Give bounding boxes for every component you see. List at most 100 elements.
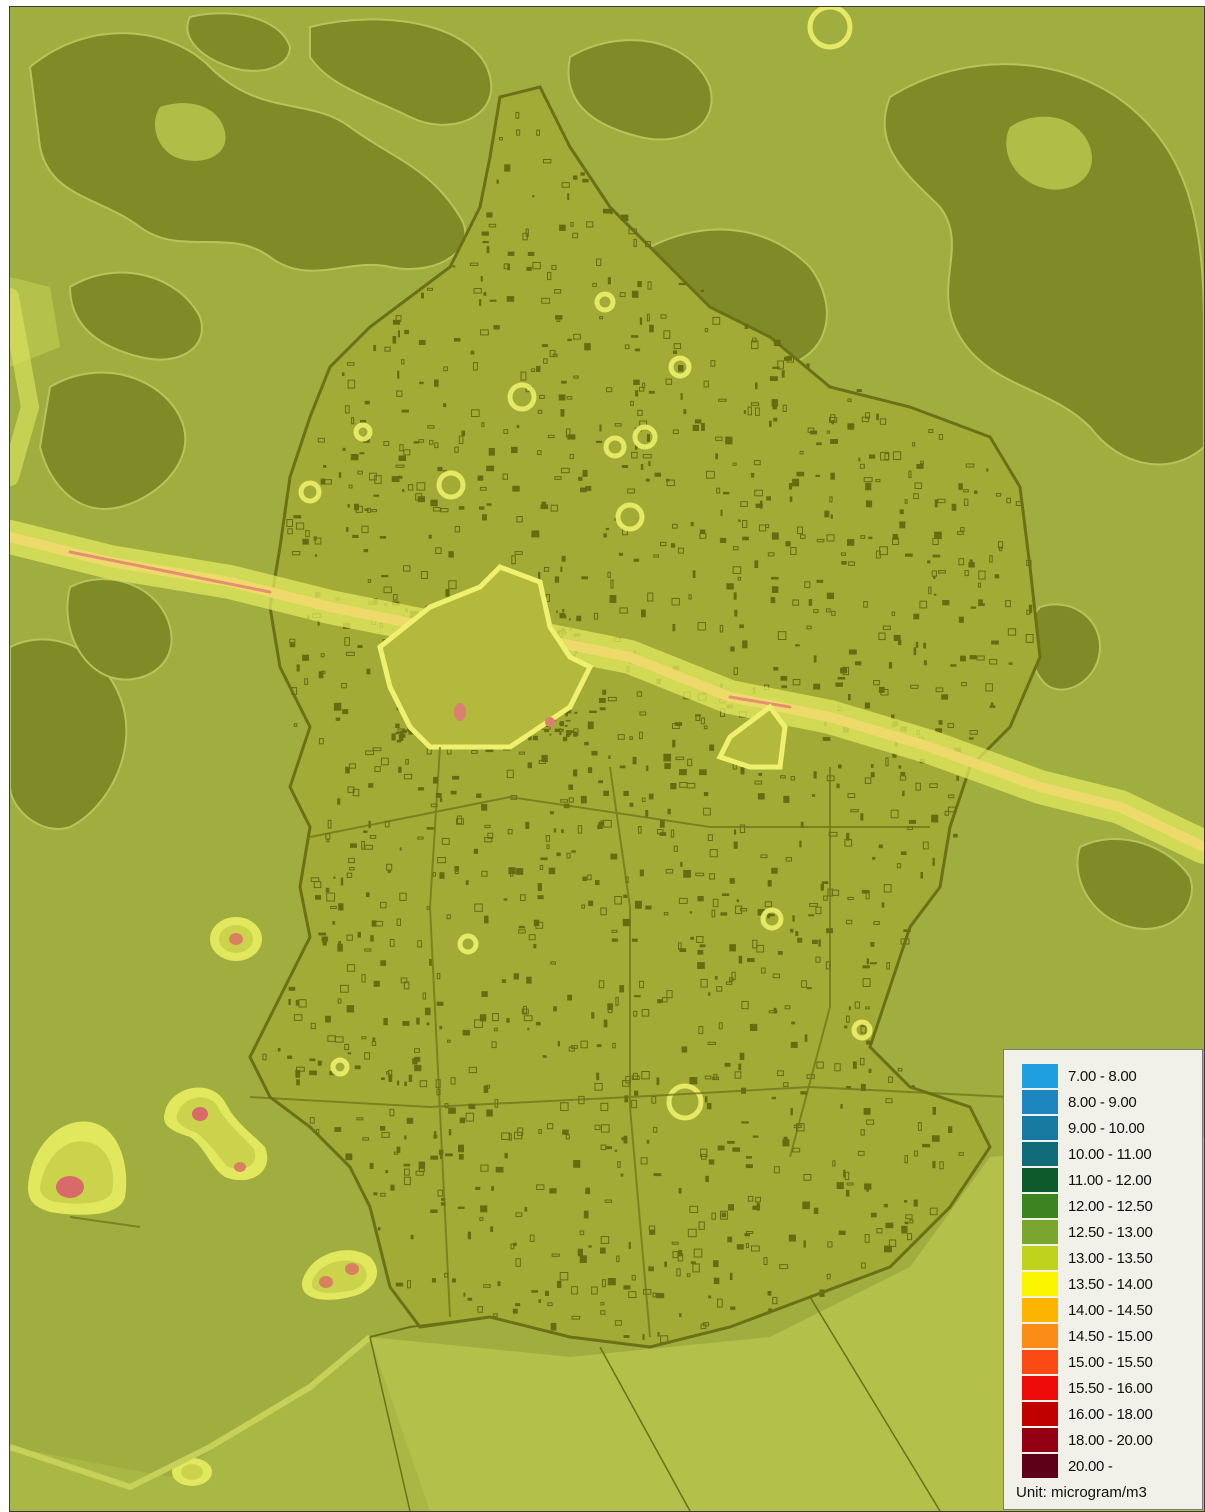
building [364, 508, 369, 511]
building [399, 892, 407, 901]
building [432, 507, 441, 512]
coastline [10, 1146, 991, 1511]
building [892, 534, 898, 540]
building [717, 1145, 725, 1151]
building [963, 498, 969, 506]
legend-swatch [1022, 1376, 1058, 1400]
building [802, 1201, 810, 1210]
building [571, 850, 576, 853]
building [848, 649, 857, 655]
building [742, 520, 748, 528]
building [484, 824, 491, 829]
building [545, 835, 551, 842]
building [824, 510, 830, 518]
east-district [716, 703, 788, 770]
building [350, 843, 357, 848]
building [347, 362, 355, 366]
building [594, 1124, 601, 1130]
building [755, 382, 758, 390]
building [480, 1205, 488, 1213]
building [790, 1041, 798, 1048]
building [624, 1095, 629, 1103]
building [342, 447, 346, 451]
building [620, 1173, 624, 1177]
building [744, 323, 749, 329]
forest-west-2 [10, 638, 128, 830]
building [350, 454, 359, 461]
building [1006, 497, 1011, 504]
building [337, 998, 342, 1004]
building [767, 552, 775, 557]
building [1025, 634, 1034, 643]
building [545, 1290, 549, 1296]
building [572, 232, 579, 239]
building [968, 737, 974, 740]
building [692, 424, 699, 431]
building [848, 1006, 851, 1011]
building [506, 1018, 510, 1023]
building [323, 465, 327, 468]
building [357, 645, 363, 648]
building [791, 1021, 796, 1025]
building [860, 1129, 865, 1136]
building [721, 893, 730, 896]
building [596, 1044, 602, 1048]
building [795, 931, 799, 936]
building [556, 317, 561, 323]
building [759, 500, 763, 509]
building [450, 790, 457, 795]
building [588, 900, 594, 906]
legend-swatch [1022, 1194, 1058, 1218]
building [327, 819, 332, 829]
building [610, 853, 618, 860]
building [830, 514, 833, 519]
building [495, 1166, 504, 1173]
building [639, 731, 643, 740]
building [701, 423, 705, 431]
building [551, 1253, 560, 1257]
building [981, 603, 985, 606]
legend-item: 8.00 - 9.00 [1022, 1090, 1137, 1114]
building [628, 1241, 631, 1249]
building [324, 479, 332, 485]
building [561, 182, 570, 188]
building [862, 978, 871, 988]
building [580, 1040, 588, 1049]
pollution-map[interactable] [10, 7, 1204, 1511]
building [678, 1188, 682, 1194]
building [310, 877, 320, 882]
building [671, 543, 676, 548]
building [958, 1152, 964, 1156]
building [633, 238, 637, 248]
building [426, 827, 434, 830]
building [461, 430, 466, 437]
building [439, 872, 445, 879]
building [829, 417, 838, 423]
building [800, 534, 806, 539]
building [568, 618, 571, 621]
building [520, 894, 526, 901]
building [620, 214, 629, 221]
building [646, 434, 650, 442]
building [863, 477, 873, 483]
building [648, 390, 655, 394]
building [865, 1006, 870, 1010]
building [454, 446, 459, 453]
building [863, 1108, 871, 1115]
building [646, 1139, 650, 1144]
building [913, 613, 920, 620]
building [822, 737, 831, 741]
building [549, 733, 552, 736]
building [467, 1231, 471, 1240]
building [531, 530, 540, 538]
legend-label: 9.00 - 10.00 [1068, 1119, 1145, 1137]
building [672, 623, 676, 632]
building [599, 707, 606, 711]
building [541, 344, 549, 348]
building [947, 806, 957, 813]
building [813, 771, 817, 779]
building [480, 1164, 489, 1172]
building [504, 164, 511, 172]
building [733, 829, 737, 835]
legend-swatch [1022, 1116, 1058, 1140]
